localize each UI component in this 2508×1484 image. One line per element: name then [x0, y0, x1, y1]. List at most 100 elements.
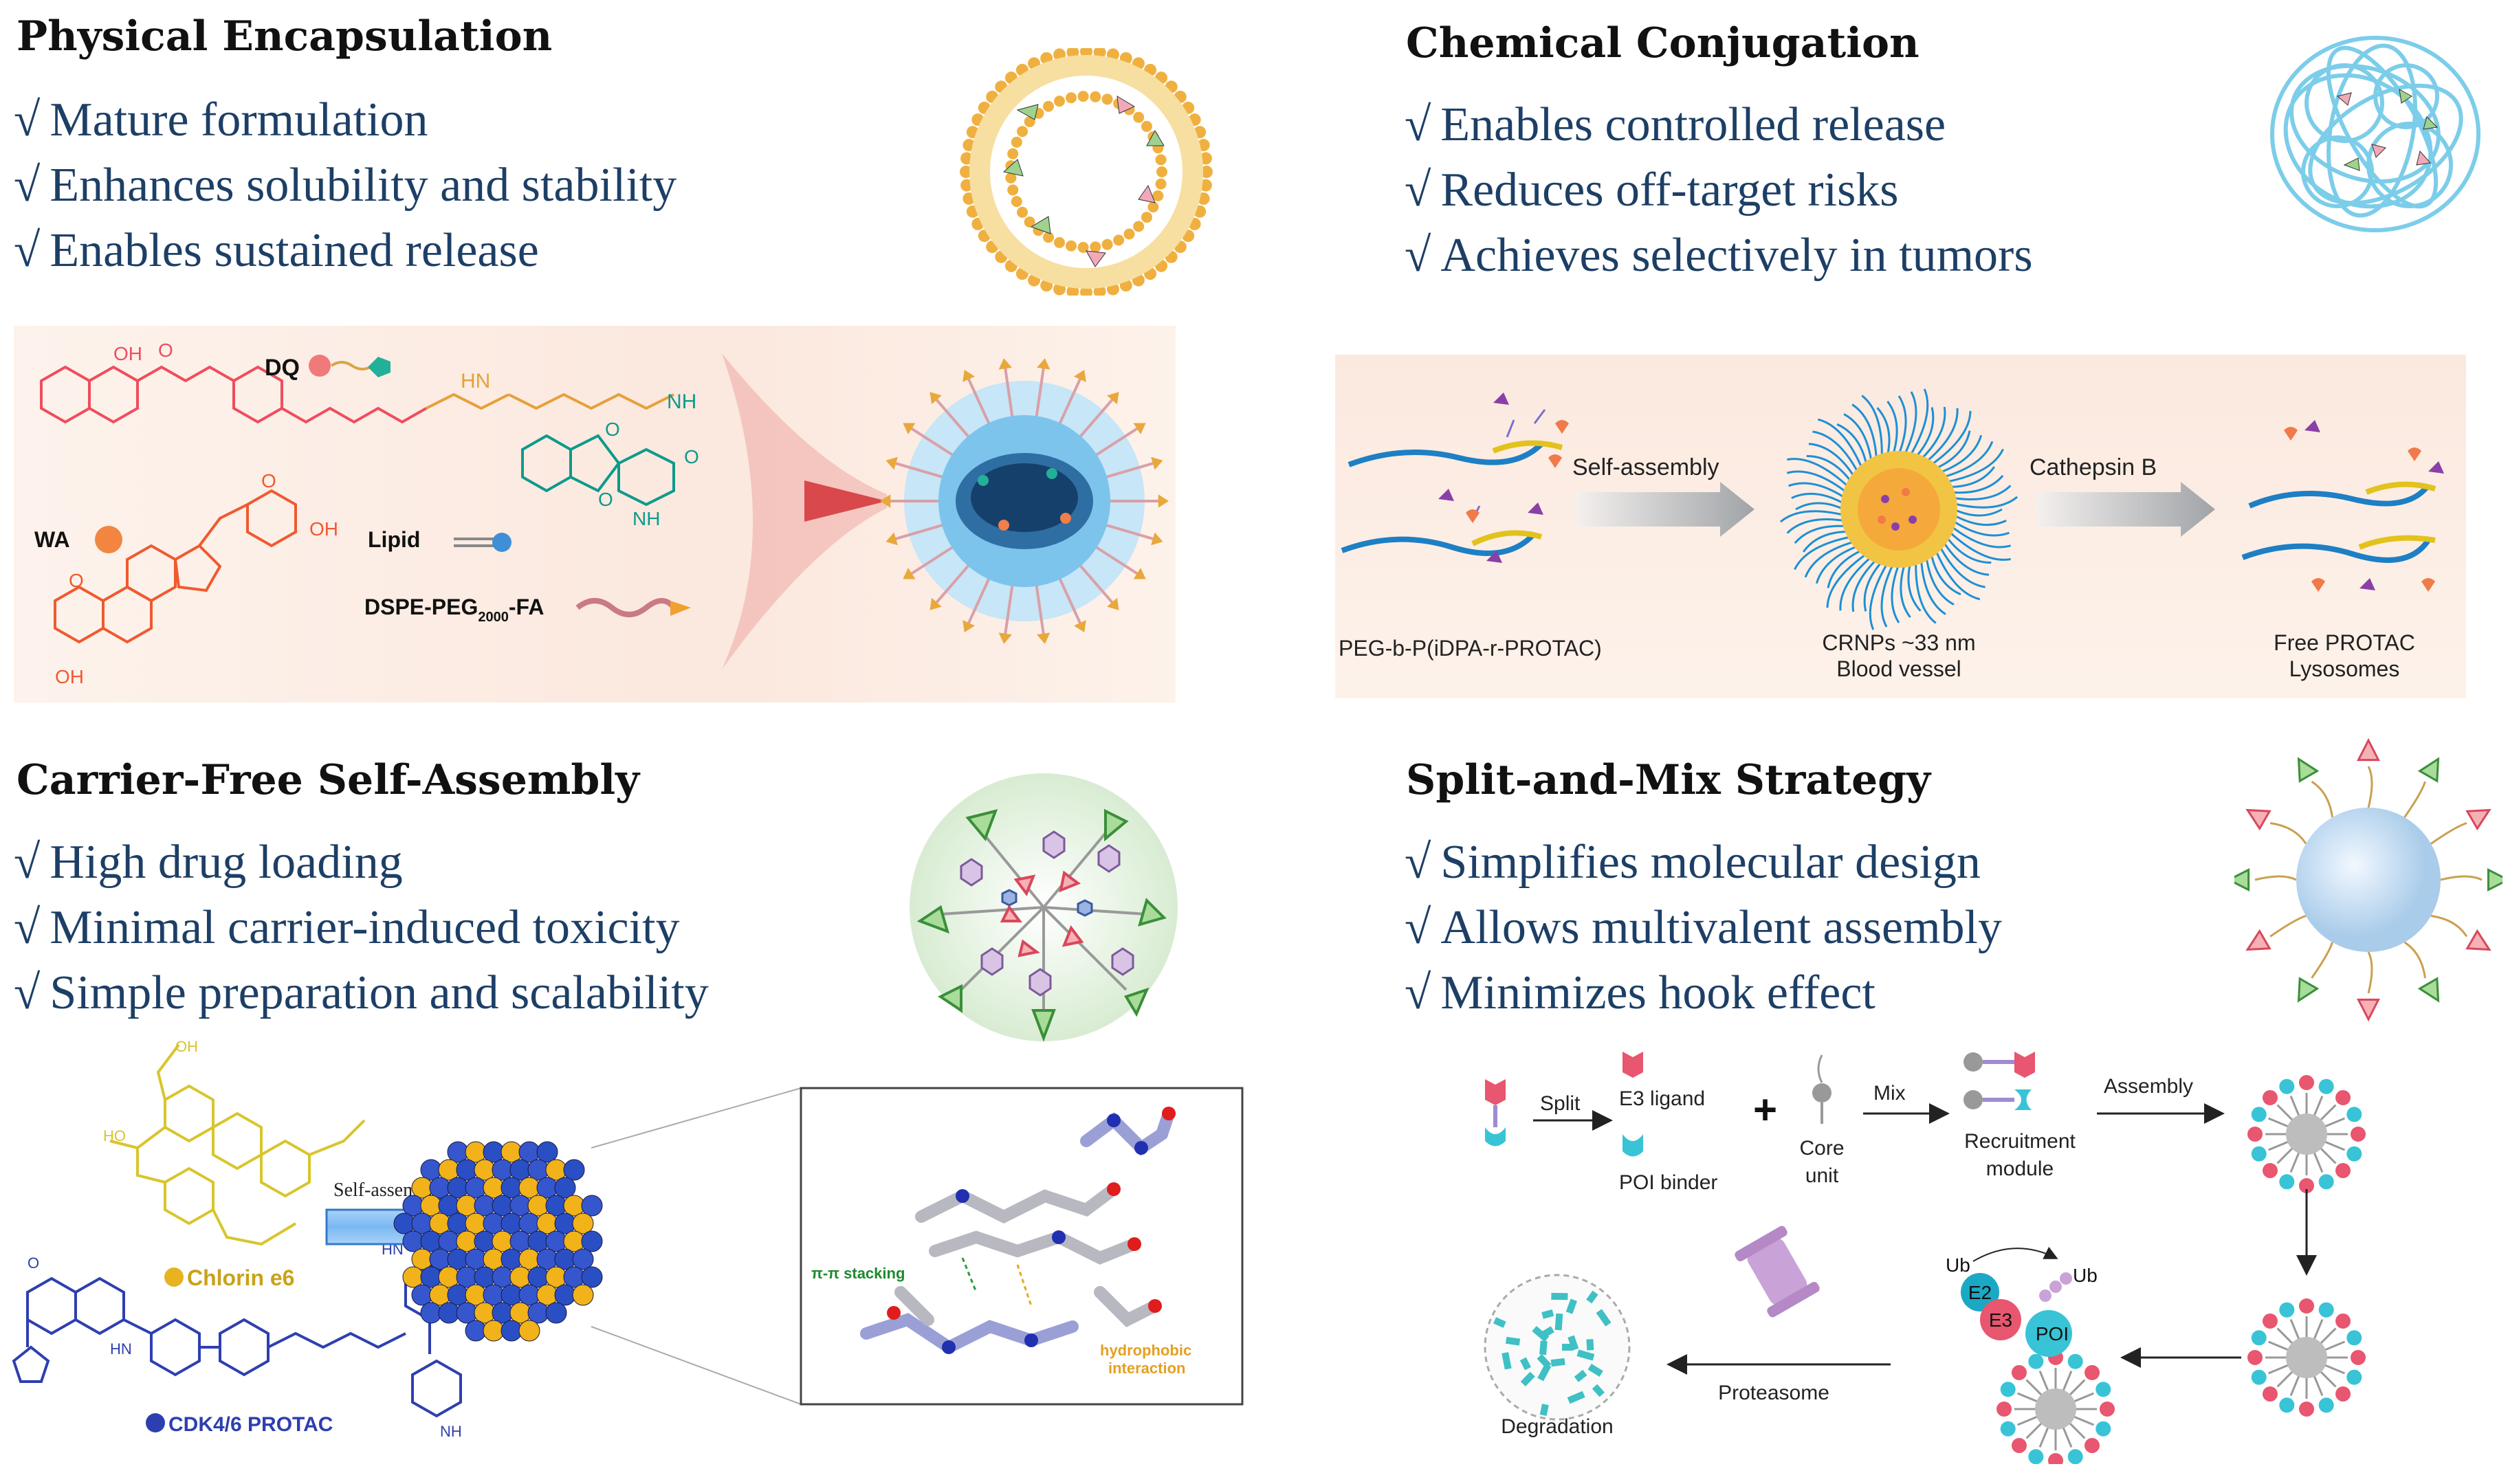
svg-text:O: O — [28, 1254, 39, 1272]
degradation-label: Degradation — [1501, 1415, 1613, 1438]
polymer-ball-illustration — [2270, 36, 2480, 232]
proteasome-icon — [1735, 1226, 1820, 1318]
split-bullets: √Simplifies molecular design √Allows mul… — [1405, 830, 2002, 1026]
dq-icon — [309, 355, 331, 377]
split-panel-art: Split E3 ligand POI binder + Core unit M… — [1484, 1052, 2366, 1464]
e3b-label: E3 — [1989, 1309, 2012, 1331]
poi-binder-icon — [1622, 1134, 1643, 1157]
blood-vessel-label: Blood vessel — [1836, 656, 1961, 681]
carrier-panel: OH HO Chlorin e6 O HN HN NH CDK4/6 PROTA… — [0, 1031, 1258, 1457]
chemical-bullets: √Enables controlled release √Reduces off… — [1405, 92, 2033, 288]
recruitment-label-2: module — [1986, 1158, 2054, 1180]
proteasome-label: Proteasome — [1718, 1382, 1829, 1404]
core-label-1: Core — [1799, 1137, 1844, 1160]
assembled-cluster — [2247, 1075, 2366, 1193]
ternary-cluster — [1996, 1350, 2115, 1464]
polymer-label: PEG-b-P(iDPA-r-PROTAC) — [1339, 636, 1602, 661]
assembly-label: Assembly — [2104, 1075, 2193, 1098]
bullet-item: √Enables sustained release — [14, 224, 539, 277]
lysosomes-label: Lysosomes — [2289, 656, 2400, 681]
carrier-free-particle — [910, 773, 1178, 1042]
bullet-item: √Reduces off-target risks — [1405, 164, 1899, 217]
lipid-icon — [492, 533, 512, 552]
svg-text:NH: NH — [440, 1423, 462, 1440]
lipid-label: Lipid — [368, 527, 420, 552]
crnps-micelle — [1779, 388, 2018, 630]
poi-label: POI — [2036, 1323, 2069, 1344]
svg-text:OH: OH — [309, 518, 338, 540]
free-protac-right — [2284, 420, 2444, 592]
plus-sign: + — [1753, 1087, 1777, 1133]
liposome-illustration — [960, 48, 1213, 296]
protac-label: CDK4/6 PROTAC — [168, 1413, 333, 1436]
bullet-item: √High drug loading — [14, 836, 403, 889]
hydrophobic-label-1: hydrophobic — [1100, 1342, 1191, 1359]
bullet-item: √Simple preparation and scalability — [14, 966, 709, 1019]
bullet-item: √Minimizes hook effect — [1405, 966, 1876, 1019]
split-input — [1485, 1079, 1506, 1147]
thalidomide-moiety — [521, 434, 675, 507]
e2-label: E2 — [1968, 1282, 1992, 1303]
wa-label: WA — [34, 527, 70, 552]
poi-binder-label: POI binder — [1619, 1171, 1717, 1194]
e3-icon — [1980, 1299, 2021, 1340]
bullet-item: √Enhances solubility and stability — [14, 159, 677, 212]
lipid-nanoparticle — [880, 358, 1169, 644]
core-unit-icon — [1812, 1083, 1832, 1103]
carrier-title: Carrier-Free Self-Assembly — [16, 756, 639, 804]
svg-text:NH: NH — [632, 508, 660, 529]
bullet-item: √Allows multivalent assembly — [1405, 901, 2003, 954]
svg-text:HN: HN — [461, 370, 490, 392]
svg-text:O: O — [605, 419, 620, 440]
multivalent-sphere — [2234, 738, 2502, 1022]
protac-icon — [146, 1413, 165, 1432]
physical-bullets: √Mature formulation √Enhances solubility… — [14, 87, 676, 283]
svg-text:O: O — [261, 470, 276, 491]
polymer-chains-right — [2241, 481, 2436, 563]
svg-text:OH: OH — [113, 343, 142, 364]
mix-label: Mix — [1873, 1082, 1906, 1105]
hydrophobic-label-2: interaction — [1108, 1360, 1185, 1377]
svg-text:O: O — [684, 446, 699, 467]
formulation-arrow — [804, 480, 887, 522]
polymer-chains-left — [1341, 440, 1563, 556]
protac-fragments-left — [1438, 392, 1569, 563]
molecular-stick-model — [860, 1107, 1176, 1355]
wa-icon — [95, 526, 122, 553]
svg-text:NH: NH — [667, 390, 696, 413]
bullet-item: √Achieves selectively in tumors — [1405, 229, 2033, 282]
dspe-label: DSPE-PEG2000-FA — [364, 595, 544, 625]
svg-text:O: O — [598, 489, 613, 510]
assembled-cluster — [2247, 1298, 2366, 1417]
svg-text:OH: OH — [175, 1038, 198, 1055]
physical-panel-art: HN NH NH O O O OH O DQ O OH — [34, 340, 1169, 687]
degradation-icon — [1484, 1274, 1631, 1421]
bullet-item: √Simplifies molecular design — [1405, 836, 1981, 889]
e2-icon — [1961, 1273, 1999, 1311]
svg-text:HN: HN — [110, 1340, 132, 1358]
cathepsin-arrow — [2036, 482, 2215, 537]
nanoparticle-ball — [393, 1141, 603, 1342]
free-protac-label: Free PROTAC — [2274, 630, 2415, 655]
recruitment-label-1: Recruitment — [1964, 1130, 2076, 1153]
bullet-item: √Minimal carrier-induced toxicity — [14, 901, 680, 954]
bullet-item: √Enables controlled release — [1405, 98, 1946, 151]
e3-ligand-icon — [1622, 1052, 1643, 1078]
chemical-panel: Self-assembly Cathepsin B — [1335, 355, 2466, 698]
carrier-bullets: √High drug loading √Minimal carrier-indu… — [14, 830, 709, 1026]
chlorin-label: Chlorin e6 — [187, 1265, 294, 1290]
poi-icon — [2025, 1310, 2072, 1357]
ub-label-2: Ub — [2073, 1265, 2098, 1286]
self-assembly-label: Self-assembly — [1572, 454, 1719, 480]
split-panel: Split E3 ligand POI binder + Core unit M… — [1464, 1024, 2496, 1464]
recruitment-module — [1964, 1052, 2035, 1110]
split-title: Split-and-Mix Strategy — [1406, 756, 1930, 804]
physical-title: Physical Encapsulation — [16, 12, 553, 60]
self-assembly-arrow — [1576, 482, 1754, 537]
e3-ligand-label: E3 ligand — [1619, 1087, 1705, 1110]
carrier-panel-art: OH HO Chlorin e6 O HN HN NH CDK4/6 PROTA… — [12, 1038, 1244, 1440]
dq-label: DQ — [265, 355, 300, 381]
split-label: Split — [1540, 1092, 1581, 1115]
svg-text:O: O — [69, 570, 84, 591]
ub-label-1: Ub — [1946, 1254, 1970, 1276]
